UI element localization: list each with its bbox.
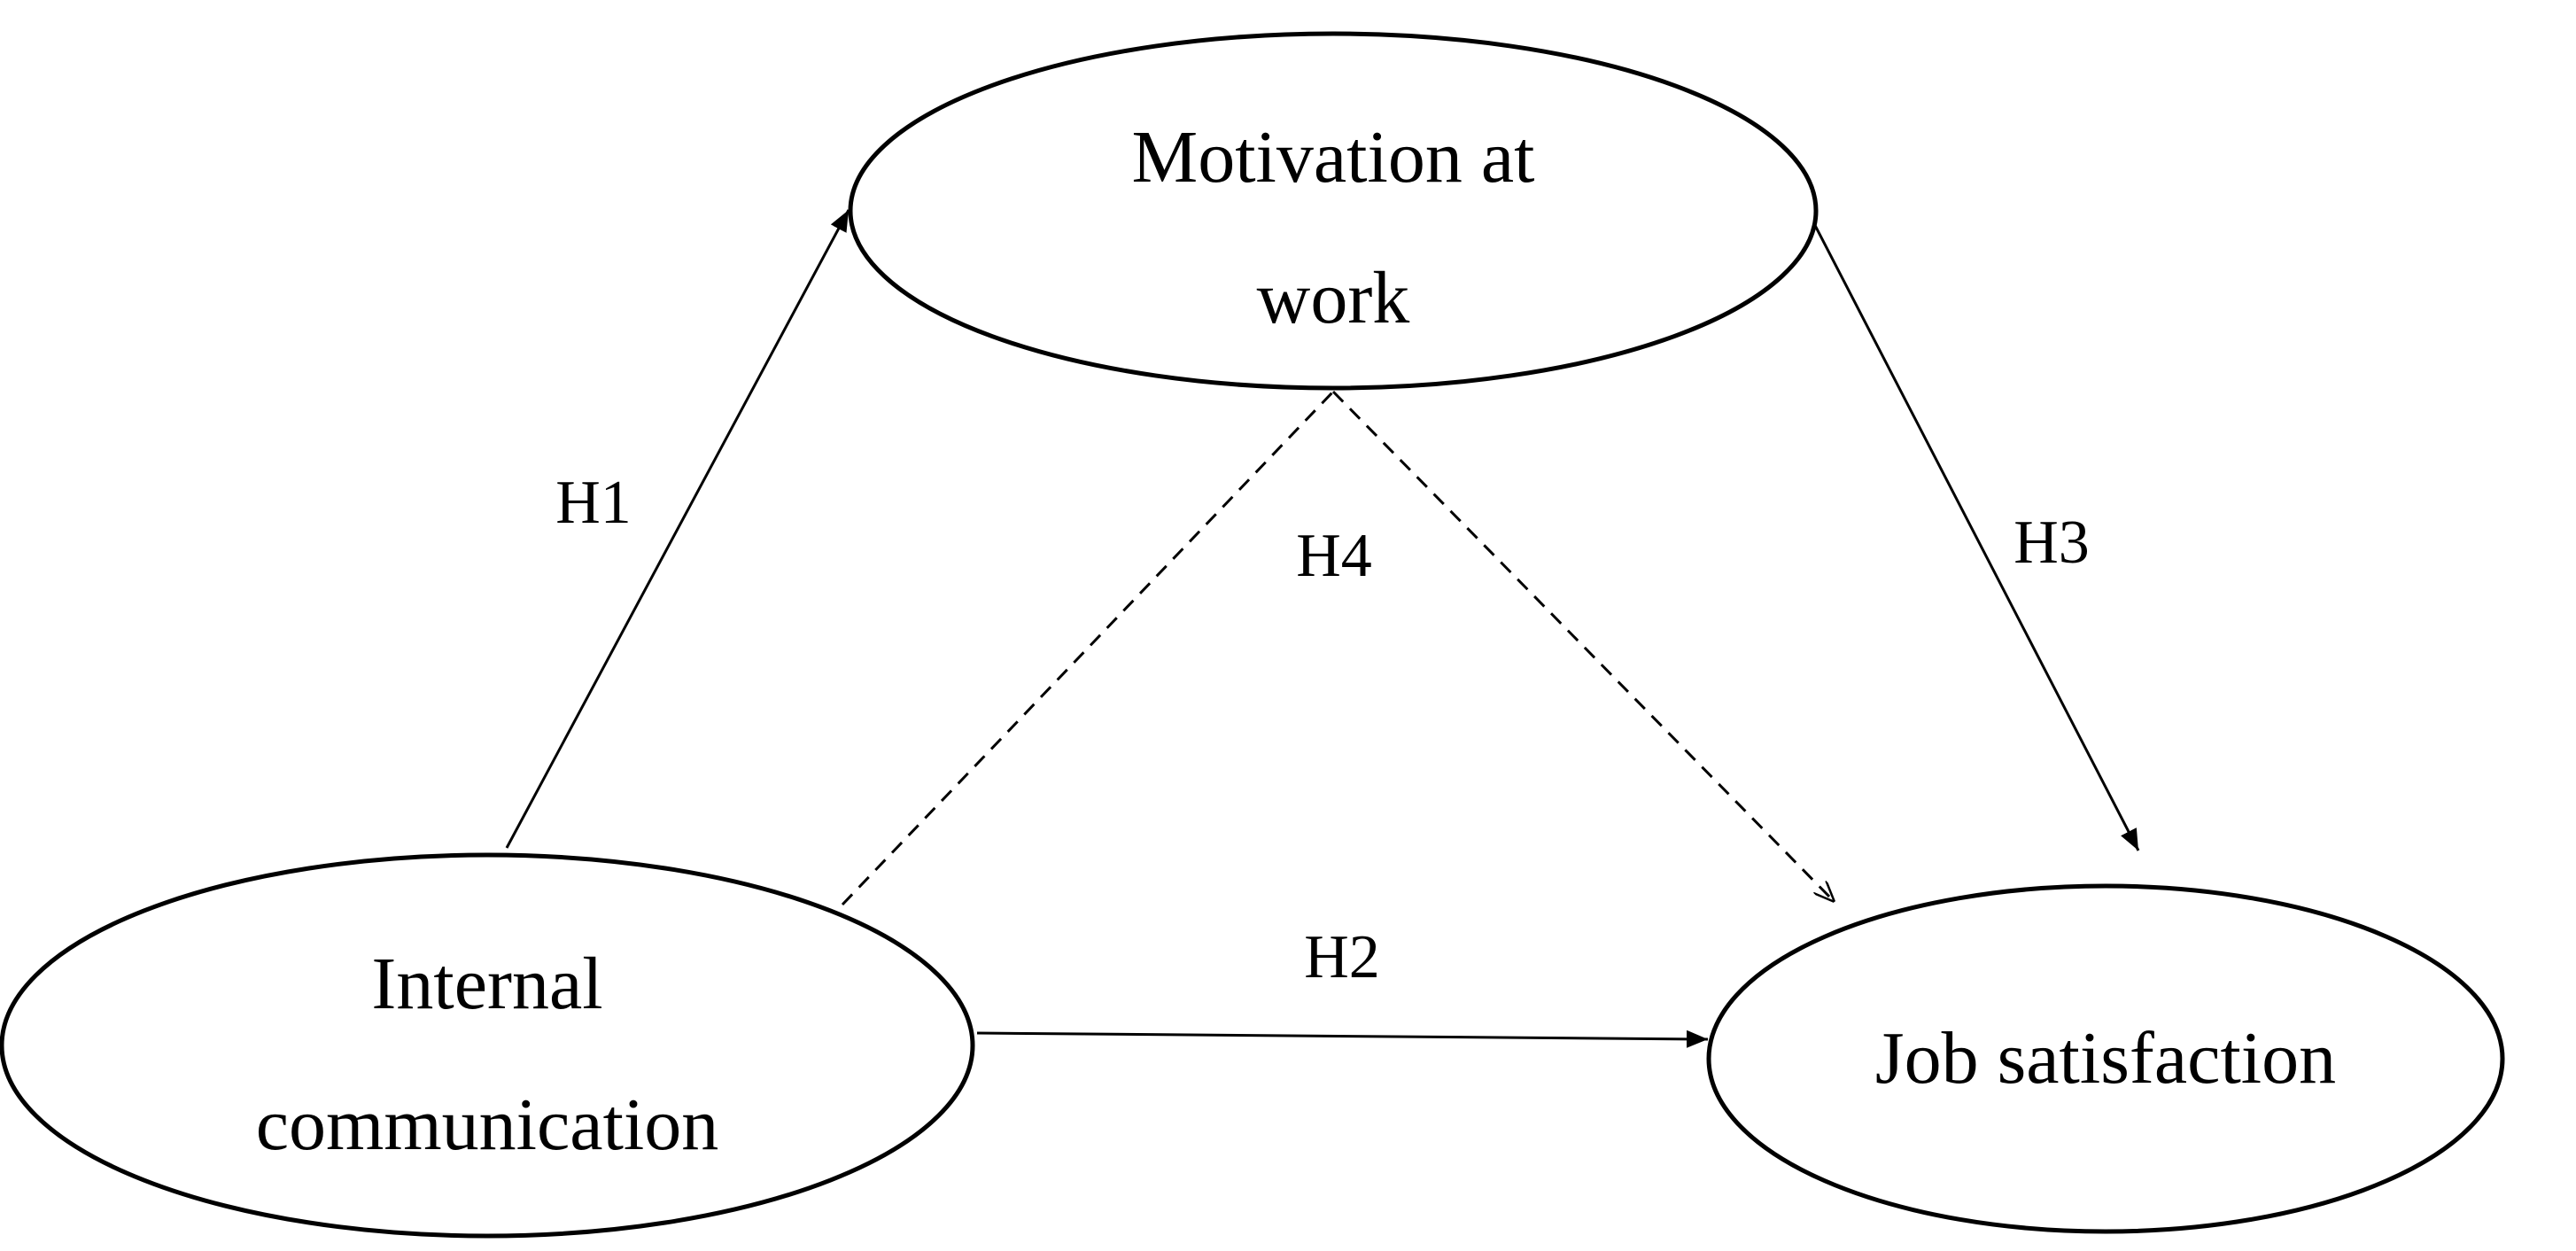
job-ellipse [1706,883,2505,1234]
motivation-label-line1: Motivation at [1132,116,1535,198]
internal-label-line1: Internal [371,943,602,1025]
motivation-ellipse [848,31,1819,391]
edge-h1-arrow [505,209,850,849]
edge-labels: H1 H4 H3 H2 [555,469,2090,991]
edge-h2-arrow [976,1030,1709,1048]
edge-h2-label: H2 [1304,923,1380,991]
edge-h3-arrow [1805,209,2140,851]
internal-ellipse [0,852,975,1239]
edge-h1-label: H1 [555,469,632,537]
node-motivation-at-work: Motivation at work [848,31,1819,391]
edge-h4-dashed-arrow [1331,390,1835,902]
edge-h3-label: H3 [2013,509,2090,577]
edge-h4-dashed-left [841,390,1335,906]
edges [505,209,2140,1048]
motivation-label-line2: work [1257,257,1410,339]
internal-label-line2: communication [256,1084,719,1166]
edge-h4-label: H4 [1296,522,1372,590]
job-label: Job satisfaction [1875,1017,2336,1099]
node-job-satisfaction: Job satisfaction [1706,883,2505,1234]
node-internal-communication: Internal communication [0,852,975,1239]
